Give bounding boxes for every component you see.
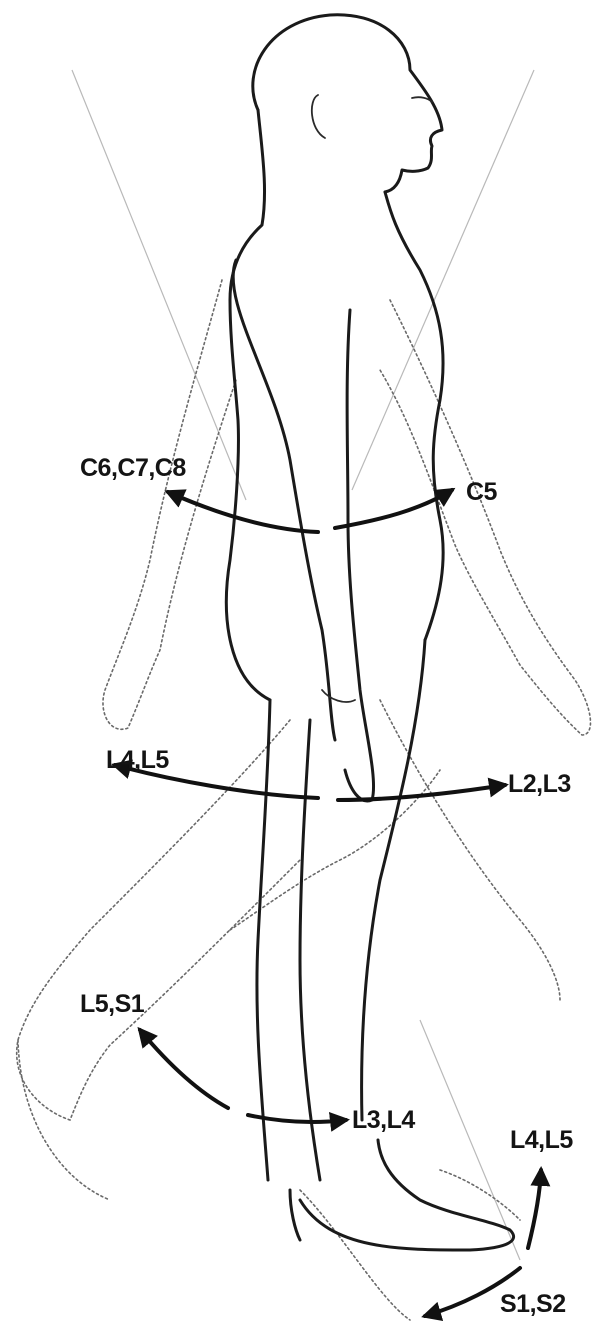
motion-arrows xyxy=(115,490,541,1316)
label-ankle-dorsiflexion: L4,L5 xyxy=(510,1126,573,1154)
ghost-foot-down xyxy=(300,1190,410,1320)
foot-outline xyxy=(300,1140,514,1250)
ear xyxy=(312,95,325,138)
arrow-hip-flexion xyxy=(338,785,505,800)
guide-line-right xyxy=(352,70,534,490)
guide-line-foot xyxy=(420,1020,520,1260)
arm-outline xyxy=(345,310,374,801)
ghost-leg-back xyxy=(17,720,300,1120)
ghost-foot-back xyxy=(18,1040,110,1200)
label-shoulder-flexion: C5 xyxy=(466,478,498,506)
leg-front-outline xyxy=(362,640,425,1120)
label-hip-extension: L4,L5 xyxy=(106,746,169,774)
back-outline xyxy=(226,110,270,700)
label-hip-flexion: L2,L3 xyxy=(508,770,571,798)
label-knee-flexion: L5,S1 xyxy=(80,990,145,1018)
hand xyxy=(322,690,355,702)
ghost-limbs xyxy=(17,280,591,1320)
label-shoulder-extension: C6,C7,C8 xyxy=(80,454,186,482)
labels: C6,C7,C8 C5 L4,L5 L2,L3 L5,S1 L3,L4 L4,L… xyxy=(80,454,573,1318)
human-figure xyxy=(226,15,513,1250)
label-knee-extension: L3,L4 xyxy=(352,1106,415,1134)
guide-lines xyxy=(72,70,534,1260)
arm-back-outline xyxy=(233,260,335,740)
leg-back-outline xyxy=(257,700,270,1180)
arrow-knee-flexion xyxy=(140,1030,228,1108)
arrow-ankle-dorsiflexion xyxy=(528,1170,541,1248)
ghost-arm-back xyxy=(103,280,236,729)
ghost-leg-forward xyxy=(380,700,560,1000)
front-torso-outline xyxy=(385,192,443,640)
heel xyxy=(290,1190,300,1240)
head-outline xyxy=(253,15,442,192)
label-ankle-plantarflexion: S1,S2 xyxy=(500,1290,566,1318)
leg-inner-outline xyxy=(300,720,320,1180)
ghost-arm-forward xyxy=(380,300,590,735)
